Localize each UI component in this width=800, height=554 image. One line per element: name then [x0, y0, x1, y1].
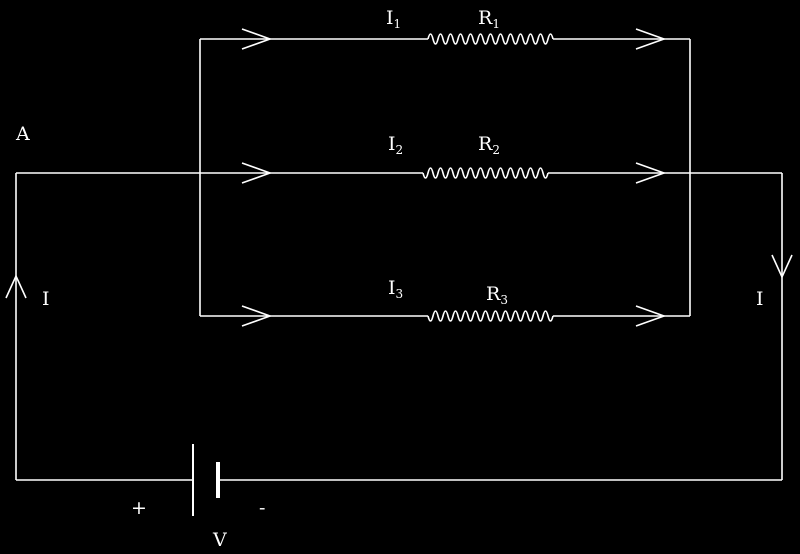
branch-1-arrow-right [635, 28, 667, 50]
branch-2-arrow-left [241, 162, 273, 184]
resistor-1 [427, 33, 554, 45]
node-label-a: A [15, 123, 30, 145]
resistor-label-1: R1 [478, 7, 500, 31]
battery-voltage-label: V [212, 529, 227, 551]
branch-3: I3 R3 [200, 277, 690, 327]
main-wires [15, 39, 783, 481]
branch-1-arrow-left [241, 28, 273, 50]
branch-3-arrow-right [635, 305, 667, 327]
battery: + - V [131, 444, 265, 551]
branch-2-arrow-right [635, 162, 667, 184]
left-current-label: I [42, 288, 50, 310]
left-current-arrow [5, 274, 27, 299]
resistor-2 [422, 167, 549, 179]
branch-2: I2 R2 [200, 133, 690, 184]
resistor-label-2: R2 [478, 133, 500, 157]
resistor-3 [427, 310, 554, 322]
current-label-1: I1 [386, 7, 401, 31]
right-current-label: I [756, 288, 764, 310]
branch-1: I1 R1 [200, 7, 690, 50]
right-current-arrow [771, 254, 793, 279]
battery-plus-sign: + [131, 497, 147, 519]
current-label-2: I2 [388, 133, 403, 157]
battery-minus-sign: - [259, 497, 265, 519]
branch-3-arrow-left [241, 305, 273, 327]
resistor-label-3: R3 [486, 283, 508, 307]
current-label-3: I3 [388, 277, 403, 301]
